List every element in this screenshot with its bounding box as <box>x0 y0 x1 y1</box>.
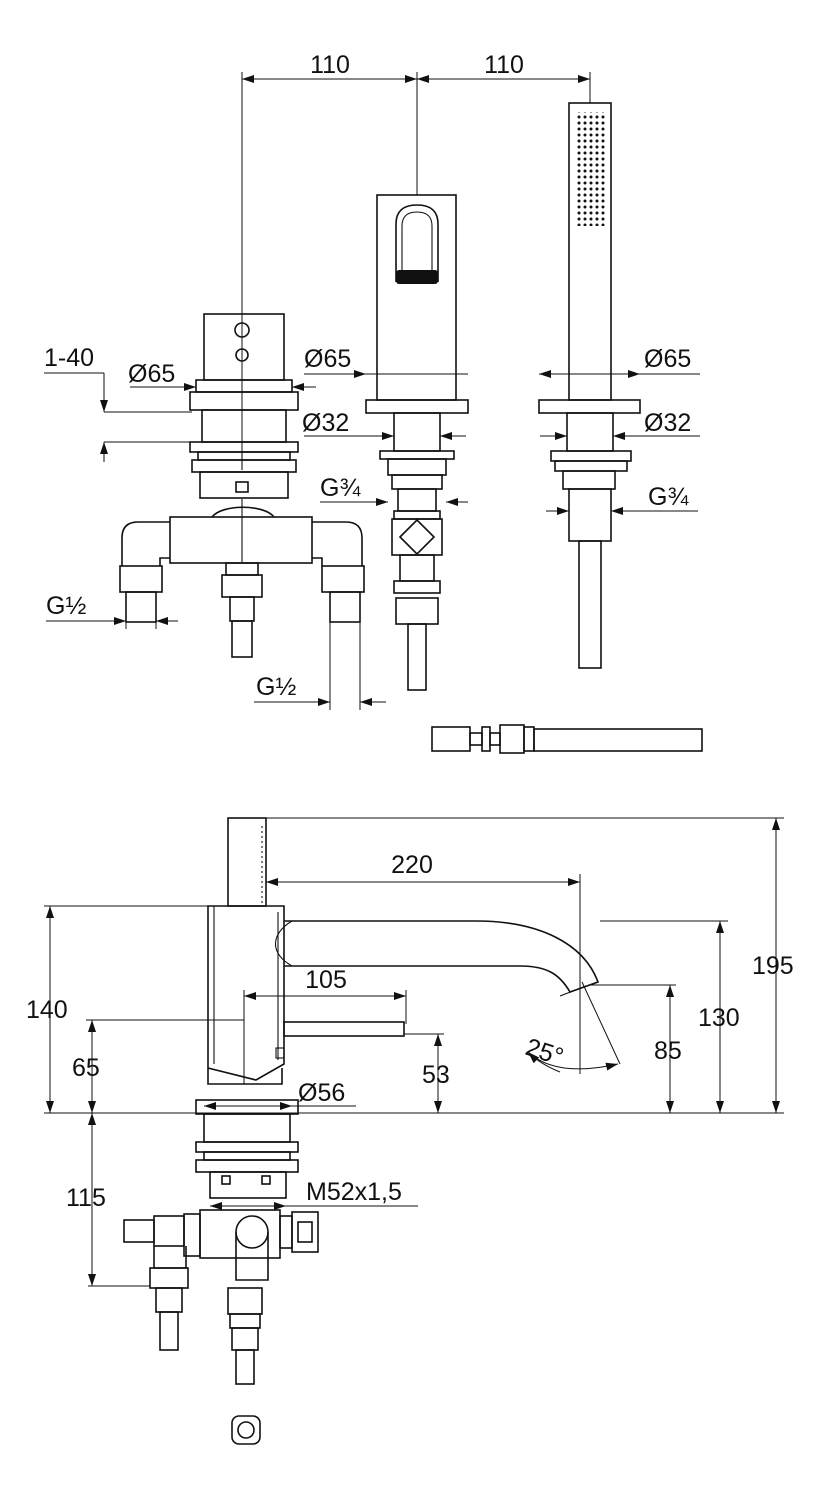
dim-lever-length: 105 <box>305 966 347 994</box>
dim-mixer-inlet-right: G½ <box>256 673 296 701</box>
top-dimensions <box>44 72 700 710</box>
dim-mixer-range: 1-40 <box>44 344 94 372</box>
dim-base-diameter: Ø56 <box>298 1079 345 1107</box>
dim-shower-diameter: Ø65 <box>644 345 691 373</box>
mixer-valve-body <box>119 313 365 658</box>
side-view-tap <box>123 817 600 1445</box>
dim-spout-reach: 220 <box>391 851 433 879</box>
dim-spout-thread: G¾ <box>320 474 361 502</box>
dim-spout-diameter: Ø65 <box>304 345 351 373</box>
dim-spacing-1: 110 <box>310 51 350 79</box>
dim-thread: M52x1,5 <box>306 1178 402 1206</box>
dim-spacing-2: 110 <box>484 51 524 79</box>
dim-shower-thread: G¾ <box>648 483 689 511</box>
dim-lever-height-right: 53 <box>422 1061 450 1089</box>
dim-spout-height: 130 <box>698 1004 740 1032</box>
dim-total-height: 195 <box>752 952 794 980</box>
side-dimensions <box>44 817 784 1287</box>
dim-below-deck-depth: 115 <box>66 1184 106 1212</box>
dim-spout-shank-diameter: Ø32 <box>302 409 349 437</box>
dim-mixer-inlet-left: G½ <box>46 592 86 620</box>
hose-connector <box>431 724 703 754</box>
dim-mixer-diameter: Ø65 <box>128 360 175 388</box>
spout-top-view <box>365 194 469 691</box>
hand-shower-top-view <box>538 102 641 669</box>
dim-outlet-height: 85 <box>654 1037 682 1065</box>
dim-spray-angle: 25° <box>522 1033 567 1071</box>
dim-lever-height-left: 65 <box>72 1054 100 1082</box>
dim-shower-shank-diameter: Ø32 <box>644 409 691 437</box>
dim-mixer-height: 140 <box>26 996 68 1024</box>
